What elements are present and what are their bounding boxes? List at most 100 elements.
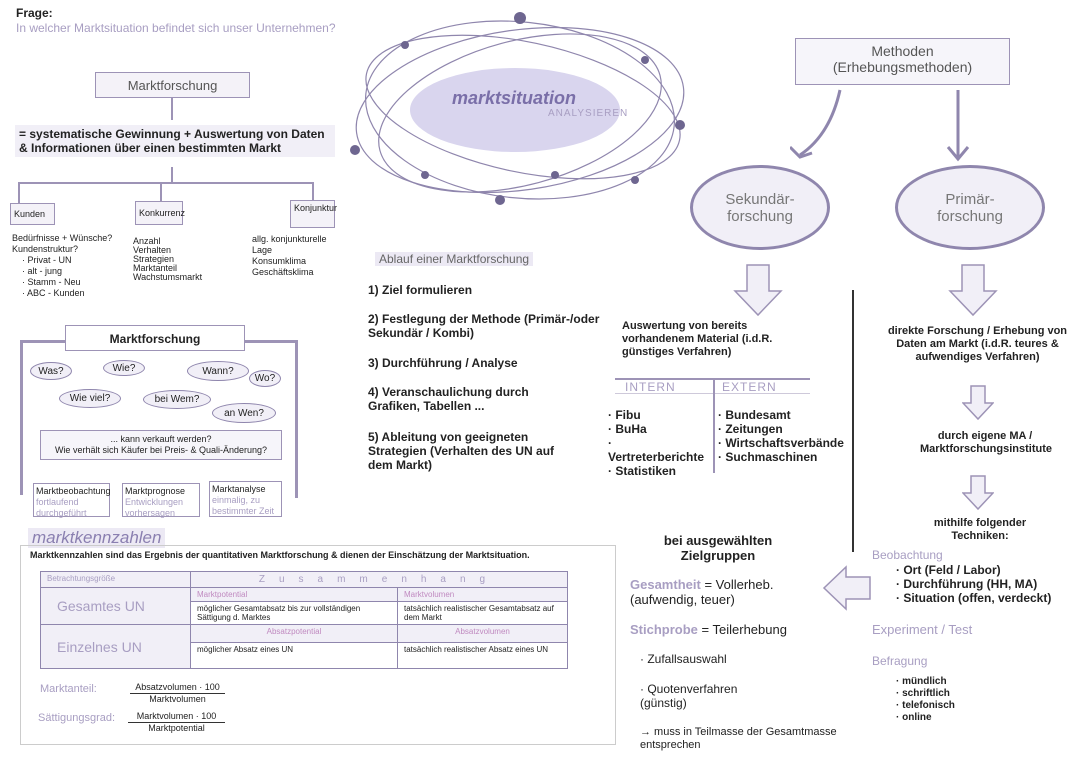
text-item — [355, 26, 685, 194]
quotenverfahren: · Quotenverfahren (günstig) — [640, 682, 738, 710]
text-item — [631, 176, 639, 184]
text-item: Marktanalyse — [212, 484, 266, 494]
text-item: · ABC - Kunden — [22, 288, 85, 298]
methoden-box: Methoden (Erhebungsmethoden) — [795, 38, 1010, 85]
definition: = systematische Gewinnung + Auswertung v… — [15, 125, 335, 157]
text-item: · telefonisch — [896, 700, 955, 711]
text-item: = Vollerheb. (aufwendig, teuer) — [630, 577, 774, 607]
text-item: Marktpotential — [190, 587, 398, 602]
text-item — [365, 34, 681, 180]
stichprobe: Stichprobe = Teilerhebung — [630, 622, 787, 637]
text-item: · Bundesamt — [718, 408, 791, 422]
text-item: · Stamm - Neu — [22, 277, 81, 287]
formula-label-marktanteil: Marktanteil: — [40, 683, 97, 695]
text-item — [378, 33, 662, 193]
text-item — [962, 385, 994, 421]
text-item: ... kann verkauft werden? — [110, 434, 212, 444]
text-item: · Ort (Feld / Labor) — [896, 563, 1001, 577]
panel-note: ... kann verkauft werden?Wie verhält sic… — [40, 430, 282, 460]
q-was: Was? — [30, 362, 72, 380]
text-item: · online — [896, 712, 932, 723]
ablauf-title: Ablauf einer Marktforschung — [375, 252, 534, 266]
text-item: Strategien — [133, 254, 175, 264]
text-item — [551, 171, 559, 179]
ablauf-step-5: 5) Ableitung von geeigneten Strategien (… — [368, 430, 555, 472]
text-item — [364, 20, 676, 200]
text-item: · Wirtschaftsverbände — [718, 436, 844, 450]
tree-konjunktur: Konjunktur — [290, 200, 337, 228]
q-wann: Wann? — [187, 361, 249, 381]
text-item: möglicher Absatz eines UN — [190, 642, 398, 669]
kennzahlen-intro: Marktkennzahlen sind das Ergebnis der qu… — [30, 550, 530, 560]
q-bei-wem: bei Wem? — [143, 390, 211, 409]
text-item — [790, 145, 813, 159]
connector-line — [20, 340, 23, 495]
sekundaer-ellipse: Sekundär-forschung — [690, 165, 830, 250]
question-text: In welcher Marktsituation befindet sich … — [16, 21, 336, 35]
text-item — [733, 264, 783, 317]
text-item — [514, 12, 526, 24]
text-item: Betrachtungsgröße — [40, 571, 191, 588]
text-item: allg. konjunkturelle Lage — [252, 234, 327, 255]
kennzahlen-title: marktkennzahlen — [28, 528, 166, 548]
text-item: Marktanteil — [133, 263, 178, 273]
tree-kunden: Kunden — [10, 203, 55, 225]
text-item: · BuHa — [608, 422, 647, 436]
arrow-down-icon — [733, 264, 783, 317]
center-subtitle: ANALYSIEREN — [548, 108, 629, 119]
beobachtung-list: · Ort (Feld / Labor)· Durchführung (HH, … — [896, 563, 1080, 605]
text-item — [948, 264, 998, 317]
text-item: Kundenstruktur? — [12, 244, 79, 254]
connector-line — [18, 182, 313, 184]
text-item: Verhalten — [133, 245, 172, 255]
text-item: Zusammenhang — [190, 571, 568, 588]
text-item: · Privat - UN — [22, 255, 72, 265]
text-item: · Suchmaschinen — [718, 450, 818, 464]
text-item: Absatzvolumen — [397, 624, 568, 643]
text-item: Marktvolumen — [397, 587, 568, 602]
text-item: · schriftlich — [896, 688, 950, 699]
text-item: Einzelnes UN — [40, 624, 191, 669]
erhebung-note: → muss in Teilmasse der Gesamtmasse ents… — [640, 726, 837, 751]
text-item — [641, 56, 649, 64]
text-item — [799, 89, 842, 157]
q-wo: Wo? — [249, 370, 281, 387]
text-item — [350, 145, 360, 155]
tree-konkurrenz: Konkurrenz — [135, 201, 185, 225]
experiment-label: Experiment / Test — [872, 622, 973, 637]
kunden-list: Bedürfnisse + Wünsche?Kundenstruktur?· P… — [12, 233, 122, 299]
connector-line — [18, 182, 20, 204]
methoden-arrows — [790, 89, 970, 162]
panel-title: Marktforschung — [65, 325, 245, 351]
intern-list: · Fibu· BuHa· Vertreterberichte· Statist… — [608, 408, 708, 478]
text-item: Marktvolumen · 100 — [128, 711, 225, 723]
kennzahlen-panel — [20, 545, 616, 745]
ablauf-step-4: 4) Veranschaulichung durch Grafiken, Tab… — [368, 385, 529, 413]
connector-line — [20, 340, 65, 343]
text-item: · Statistiken — [608, 464, 677, 478]
formula-label-saettigung: Sättigungsgrad: — [38, 712, 116, 724]
text-item — [350, 12, 685, 205]
text-item: Entwicklungen vorhersagen — [125, 497, 184, 518]
text-item: tatsächlich realistischer Absatz eines U… — [397, 642, 568, 669]
question-label: Frage: — [16, 6, 53, 20]
gesamtheit: Gesamtheit = Vollerheb. (aufwendig, teue… — [630, 577, 810, 607]
connector-line — [852, 290, 854, 552]
text-item: Marktprognose — [125, 486, 186, 496]
text-item — [401, 41, 409, 49]
text-item: = Teilerhebung — [701, 622, 787, 637]
text-item — [790, 89, 970, 162]
text-item: Bedürfnisse + Wünsche? — [12, 233, 113, 243]
text-item — [962, 475, 994, 511]
text-item: Gesamtes UN — [40, 587, 191, 625]
text-item — [410, 68, 620, 152]
extern-list: · Bundesamt· Zeitungen· Wirtschaftsverbä… — [718, 408, 858, 464]
ablauf-step-2: 2) Festlegung der Methode (Primär-/oder … — [368, 312, 600, 340]
text-item: Marktbeobachtung — [36, 486, 111, 496]
text-item: · alt - jung — [22, 266, 63, 276]
